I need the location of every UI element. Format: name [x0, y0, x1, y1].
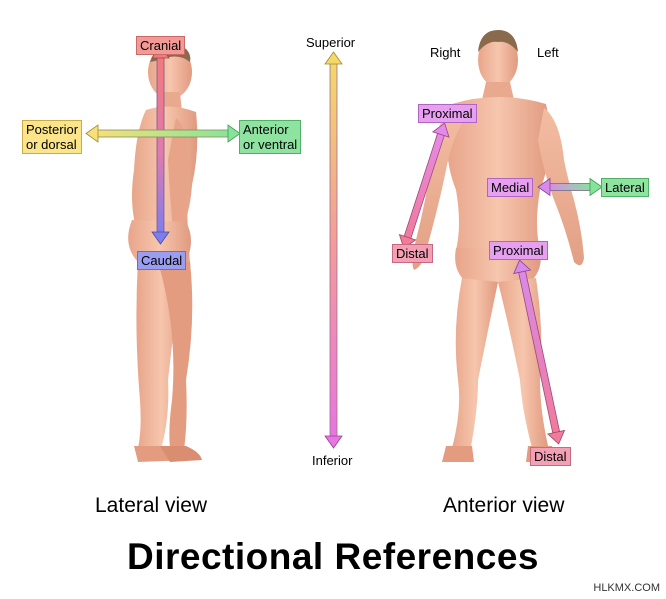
- label-anterior-line2: or ventral: [243, 137, 298, 152]
- label-proximal-leg: Proximal: [489, 241, 548, 260]
- label-lateral: Lateral: [601, 178, 649, 197]
- lateral-view-caption: Lateral view: [95, 494, 208, 517]
- leg-proximal-distal-arrow: [513, 259, 566, 445]
- label-proximal-arm: Proximal: [418, 104, 477, 123]
- label-anterior-ventral: Anterior or ventral: [239, 120, 302, 154]
- label-superior: Superior: [306, 35, 356, 50]
- label-right: Right: [430, 45, 461, 60]
- label-caudal: Caudal: [137, 251, 187, 270]
- label-inferior: Inferior: [312, 453, 353, 468]
- label-posterior-line1: Posterior: [26, 122, 79, 137]
- diagram-title: Directional References: [126, 536, 539, 577]
- label-distal-leg: Distal: [530, 447, 571, 466]
- superior-inferior-arrow: [324, 51, 343, 449]
- label-posterior-dorsal: Posterior or dorsal: [22, 120, 83, 154]
- medial-lateral-arrow: [537, 177, 603, 197]
- watermark: HLKMX.COM: [593, 582, 660, 594]
- label-posterior-line2: or dorsal: [26, 137, 77, 152]
- label-cranial: Cranial: [136, 36, 186, 55]
- label-anterior-line1: Anterior: [243, 122, 289, 137]
- lateral-figure: [128, 44, 202, 462]
- anterior-view-caption: Anterior view: [443, 494, 565, 517]
- label-medial: Medial: [487, 178, 534, 197]
- posterior-anterior-arrow: [85, 124, 241, 143]
- label-distal-arm: Distal: [392, 244, 433, 263]
- label-left: Left: [537, 45, 559, 60]
